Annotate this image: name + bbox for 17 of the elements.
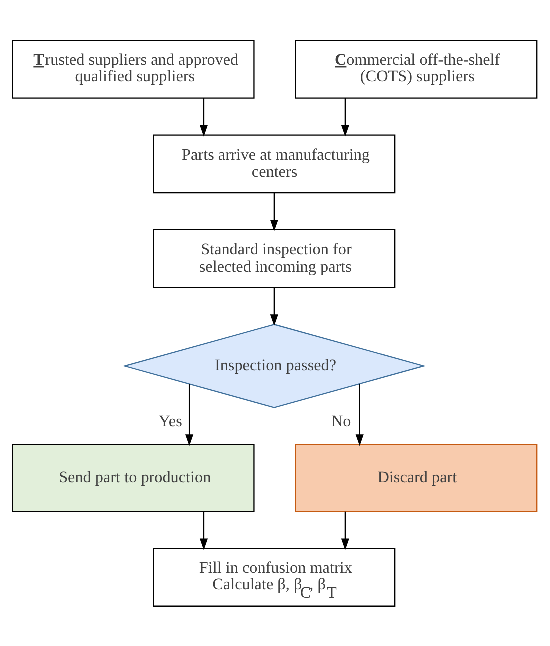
arrow (356, 384, 364, 446)
arrow (186, 384, 194, 446)
arrow (270, 288, 278, 326)
node-box: Standard inspection for selected incoming parts (153, 228, 396, 288)
edge-label: Yes (158, 413, 182, 430)
node-box: Trusted suppliers and approved qualified suppliers (12, 40, 255, 98)
arrow (341, 98, 350, 136)
node-box: Discard part (295, 444, 538, 512)
arrow (200, 98, 208, 136)
node-box: Commercial off-the-shelf (COTS) suppliers (295, 40, 538, 98)
arrow (270, 192, 278, 232)
edge-label: No (331, 413, 352, 430)
node-diamond: Inspection passed? (122, 324, 426, 408)
node-box: Parts arrive at manufacturing centers (153, 134, 396, 194)
node-box: Send part to production (12, 444, 255, 512)
arrow (341, 511, 350, 550)
arrow (200, 511, 208, 550)
